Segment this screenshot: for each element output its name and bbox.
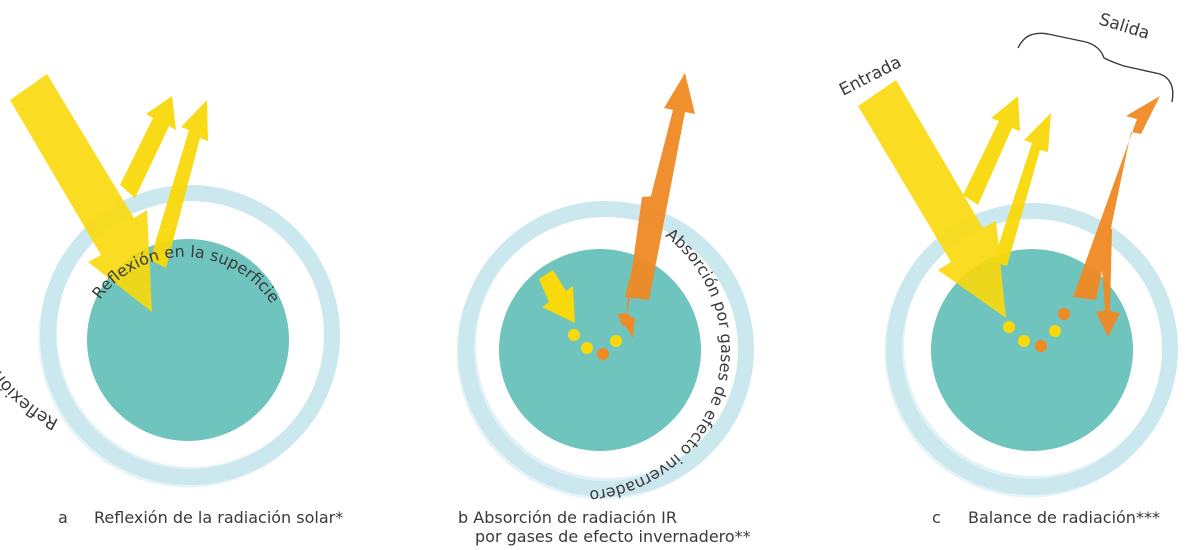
caption-c-text: Balance de radiación***: [968, 508, 1160, 527]
atmosphere-ring-a: [38, 185, 340, 488]
returning-ir-arrow-c: [1096, 229, 1120, 337]
reflected-solar-arrows-c: [963, 96, 1051, 266]
infrared-arrows-c: [1073, 96, 1160, 337]
outgoing-ir-arrow-c: [1073, 96, 1160, 300]
returning-ir-arrow-b: [617, 196, 654, 338]
incoming-solar-arrow-c: [858, 80, 1006, 318]
molecules-b: [568, 314, 632, 360]
infrared-arrows-b: [617, 73, 695, 338]
incoming-solar-arrow-b: [539, 270, 575, 323]
caption-c: c Balance de radiación***: [932, 508, 1160, 528]
caption-b-letter: b: [458, 508, 469, 527]
reflected-arrow-clouds: [120, 96, 176, 198]
panel-c: Entrada Salida: [836, 10, 1178, 498]
caption-a: a Reflexión de la radiación solar*: [58, 508, 343, 528]
caption-b-line2: por gases de efecto invernadero**: [475, 527, 751, 546]
output-brace: [1017, 32, 1174, 103]
caption-b: b Absorción de radiación IR: [458, 508, 677, 528]
reflected-arrow-surface: [150, 100, 208, 268]
incoming-solar-arrow-a: [10, 74, 152, 312]
caption-a-text: Reflexión de la radiación solar*: [94, 508, 344, 527]
reflected-solar-arrows-a: [120, 96, 208, 268]
atmosphere-ring-b: [456, 201, 754, 500]
reflected-arrow-c1: [963, 96, 1020, 205]
label-output: Salida: [1097, 10, 1152, 44]
caption-c-letter: c: [932, 508, 941, 527]
caption-b-line1: Absorción de radiación IR: [473, 508, 677, 527]
atmosphere-ring-c: [884, 203, 1178, 498]
caption-b-line2-wrap: por gases de efecto invernadero**: [475, 527, 751, 547]
molecules-c: [1003, 308, 1070, 352]
panel-a: Reflexión en aerosoles y nubes Reflexión…: [0, 74, 340, 488]
panel-b: Absorción por gases de efecto invernader…: [456, 73, 754, 506]
caption-a-letter: a: [58, 508, 68, 527]
reflected-arrow-c2: [993, 113, 1051, 266]
